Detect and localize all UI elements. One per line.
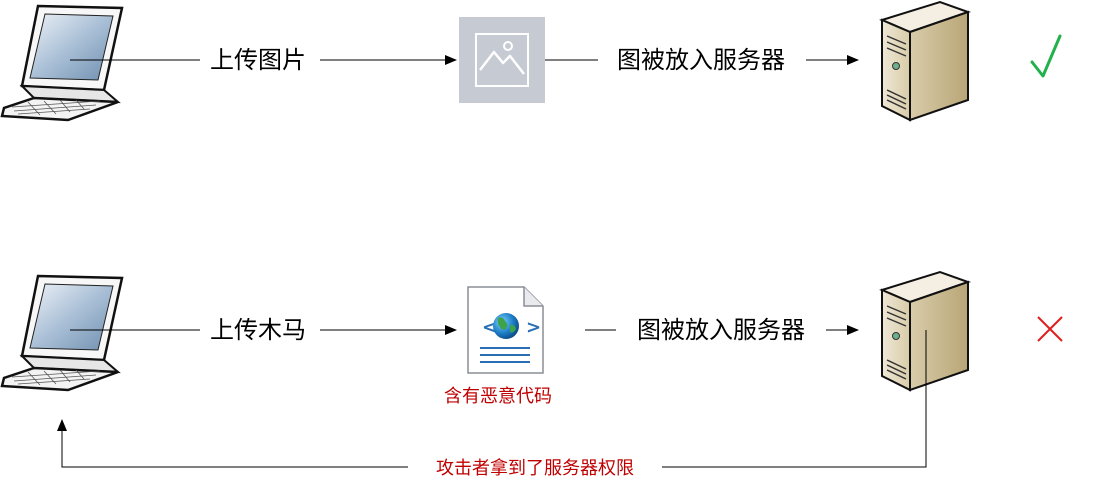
svg-text:<: <: [482, 317, 497, 338]
stored-on-server-label: 图被放入服务器: [637, 316, 805, 344]
cross-mark-icon: [1037, 316, 1063, 342]
image-placeholder-icon: [459, 17, 545, 103]
malicious-code-note: 含有恶意代码: [444, 386, 552, 407]
laptop-icon: [0, 274, 124, 392]
server-icon: [881, 271, 969, 391]
web-file-icon: < >: [467, 286, 544, 374]
svg-text:>: >: [526, 317, 541, 338]
return-arrow-to-laptop: [57, 419, 408, 468]
flow-legit: 上传图片 图被放入服务器: [0, 1, 1062, 122]
attacker-gains-access-label: 攻击者拿到了服务器权限: [436, 457, 634, 479]
stored-on-server-label: 图被放入服务器: [617, 46, 785, 74]
return-path-line: [662, 330, 927, 468]
check-mark-icon: [1030, 34, 1062, 78]
flow-attack: 上传木马 < > 含有恶意代码 图被放入服务器 攻击者拿到了服务器权限: [0, 271, 1063, 479]
upload-trojan-label: 上传木马: [210, 316, 306, 344]
upload-image-label: 上传图片: [210, 46, 306, 74]
server-icon: [881, 1, 969, 121]
laptop-icon: [0, 4, 124, 122]
